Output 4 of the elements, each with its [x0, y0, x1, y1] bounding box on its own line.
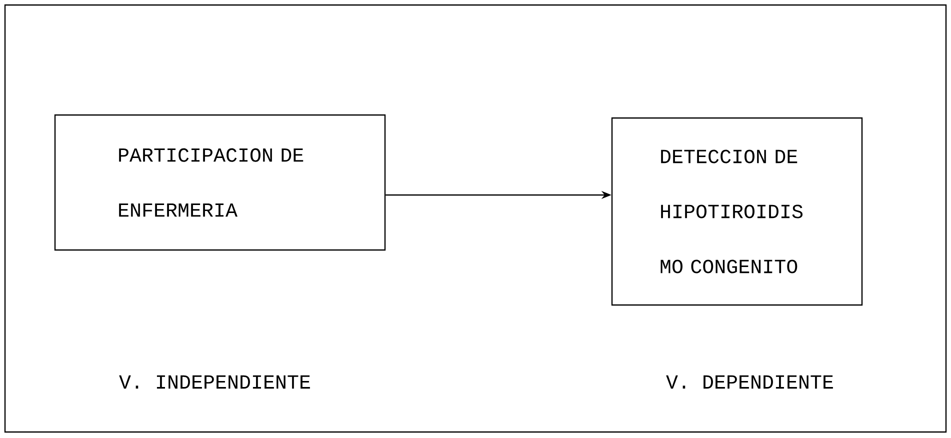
variable-label: V. DEPENDIENTE	[666, 375, 833, 389]
text-box: PARTICIPACION DE ENFERMERIA	[54, 114, 386, 251]
variable-label: V. INDEPENDIENTE	[119, 375, 310, 389]
text-box: DETECCION DE HIPOTIROIDIS MO CONGENITO	[611, 117, 863, 306]
